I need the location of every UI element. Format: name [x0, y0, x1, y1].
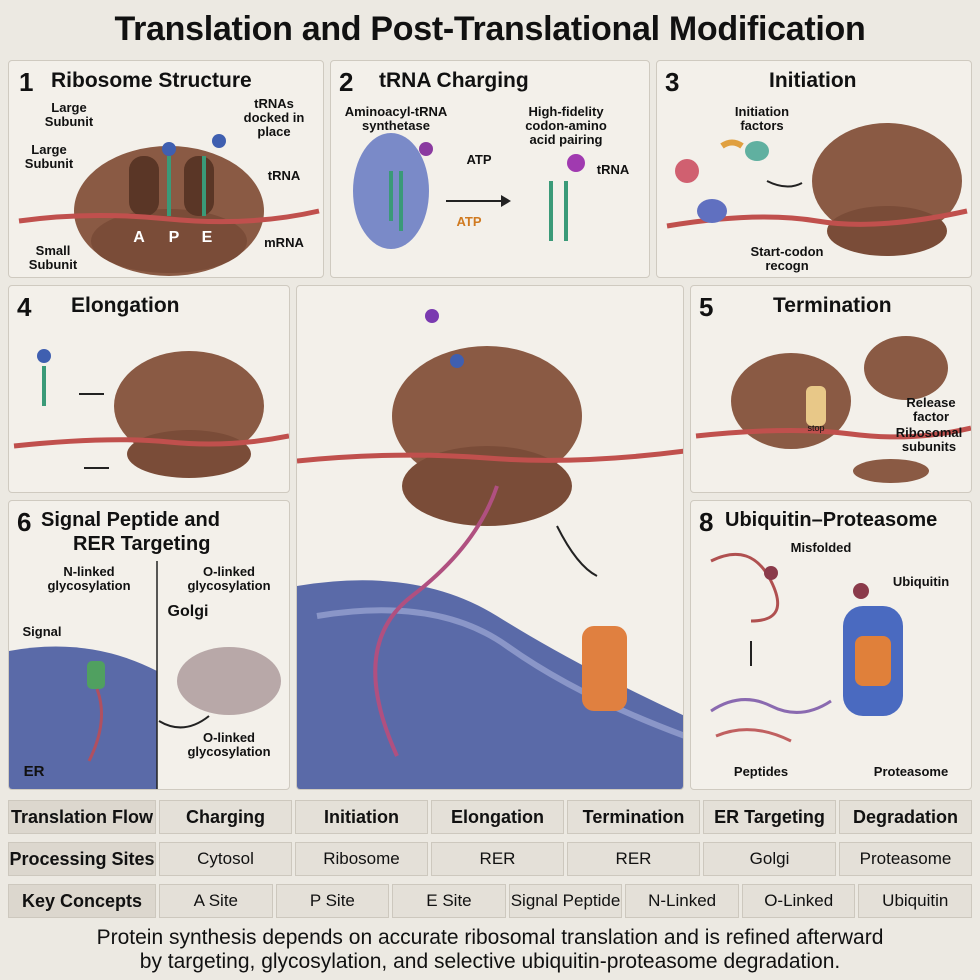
label-trna: tRNA [596, 162, 630, 177]
label-small-subunit: Small Subunit [28, 243, 78, 272]
panel-number: 8 [699, 507, 714, 537]
panel-cytosol [296, 285, 684, 790]
label-large-subunit: Large Subunit [44, 100, 94, 129]
panel-number: 3 [665, 67, 680, 97]
table-cell: O-Linked [741, 884, 856, 918]
label-o-linked-2: O-linked glycosylation [187, 730, 271, 759]
ubiquitin-proteasome-illustration [710, 552, 903, 743]
panel-title: Initiation [769, 69, 857, 92]
table-cell: RER [431, 842, 564, 876]
table-cell: Initiation [295, 800, 428, 834]
table-cell: RER [567, 842, 700, 876]
cytosol-illustration [297, 309, 683, 789]
site-e: E [201, 229, 213, 246]
table-row-header: Translation Flow [8, 800, 156, 834]
label-synthetase: Aminoacyl-tRNA synthetase [344, 104, 448, 133]
label-peptides: Peptides [733, 764, 789, 779]
site-a: A [133, 229, 145, 246]
label-o-linked: O-linked glycosylation [187, 564, 271, 593]
table-cell: N-Linked [625, 884, 739, 918]
panel-number: 6 [17, 507, 32, 537]
table-cell: Proteasome [839, 842, 972, 876]
elongation-illustration [13, 349, 289, 478]
label-golgi: Golgi [167, 603, 209, 620]
table-cell: A Site [159, 884, 273, 918]
label-release-factor: Release factor [906, 395, 956, 424]
table-row-header: Key Concepts [8, 884, 156, 918]
panel-title: Termination [773, 294, 892, 317]
site-p: P [168, 229, 180, 246]
trna-charging-illustration [353, 133, 585, 249]
panel-number: 1 [19, 67, 34, 97]
footer-caption: Protein synthesis depends on accurate ri… [0, 926, 980, 974]
table-cell: Ribosome [295, 842, 428, 876]
panel-title: tRNA Charging [379, 69, 529, 92]
page-title: Translation and Post-Translational Modif… [114, 10, 866, 48]
panel-signal-peptide-rer: 6 Signal Peptide and RER Targeting N-lin… [8, 500, 290, 790]
table-cell: E Site [392, 884, 506, 918]
table-cell: Elongation [431, 800, 564, 834]
panel-title: Signal Peptide and [41, 509, 220, 531]
panel-number: 4 [17, 292, 32, 322]
table-cell: Charging [159, 800, 292, 834]
panel-number: 2 [339, 67, 354, 97]
table-cell: Cytosol [159, 842, 292, 876]
footer-line-1: Protein synthesis depends on accurate ri… [96, 926, 884, 949]
panel-initiation: 3 Initiation Initiation factors Start-co… [656, 60, 972, 278]
label-trnas-docked: tRNAs docked in place [243, 96, 305, 139]
table-cell: Termination [567, 800, 700, 834]
table-row-header: Processing Sites [8, 842, 156, 876]
label-n-linked: N-linked glycosylation [47, 564, 131, 593]
panel-elongation: 4 Elongation [8, 285, 290, 493]
table-cell: Degradation [839, 800, 972, 834]
panel-termination: 5 Termination Release factor Ribosomal s… [690, 285, 972, 493]
label-atp-out: ATP [456, 214, 482, 229]
table-cell: Golgi [703, 842, 836, 876]
label-high-fidelity: High-fidelity codon-amino acid pairing [525, 104, 607, 147]
label-initiation-factors: Initiation factors [734, 104, 790, 133]
table-cell: ER Targeting [703, 800, 836, 834]
label-atp-in: ATP [466, 152, 492, 167]
panel-ribosome-structure: 1 Ribosome Structure Large Subunit Large… [8, 60, 324, 278]
panel-title-line2: RER Targeting [73, 533, 211, 555]
label-er: ER [23, 763, 45, 780]
label-stop: stop [807, 423, 825, 433]
panel-title: Elongation [71, 294, 180, 317]
panel-ubiquitin-proteasome: 8 Ubiquitin–Proteasome Misfolded Ubiquit… [690, 500, 972, 790]
label-ribosomal-subunits: Ribosomal subunits [895, 425, 963, 454]
initiation-illustration [666, 123, 968, 256]
label-signal: Signal [22, 624, 62, 639]
signal-peptide-illustration [9, 561, 281, 789]
label-large-subunit-2: Large Subunit [24, 142, 74, 171]
table-cell: Signal Peptide [508, 884, 623, 918]
termination-illustration [695, 336, 971, 483]
label-mrna: mRNA [264, 235, 304, 250]
table-cell: P Site [275, 884, 390, 918]
ribosome-structure-illustration [18, 134, 320, 276]
label-start-codon: Start-codon recogn [750, 244, 824, 273]
label-proteasome: Proteasome [873, 764, 949, 779]
label-misfolded: Misfolded [790, 540, 852, 555]
panel-number: 5 [699, 292, 714, 322]
panel-title: Ubiquitin–Proteasome [725, 509, 938, 531]
panel-trna-charging: 2 tRNA Charging Aminoacyl-tRNA synthetas… [330, 60, 650, 278]
label-ubiquitin: Ubiquitin [892, 574, 950, 589]
table-cell: Ubiquitin [858, 884, 973, 918]
panel-title: Ribosome Structure [51, 69, 252, 92]
label-trna: tRNA [267, 168, 301, 183]
footer-line-2: by targeting, glycosylation, and selecti… [139, 950, 841, 973]
